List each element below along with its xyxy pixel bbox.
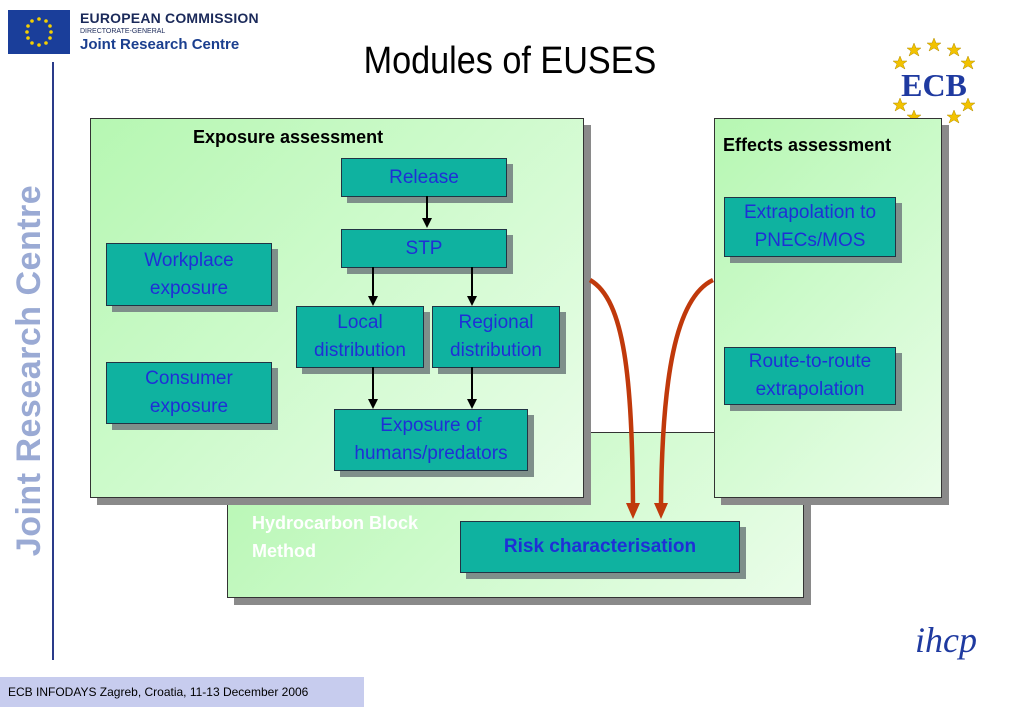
extrapolation-box: Extrapolation to PNECs/MOS (724, 197, 896, 257)
ihcp-logo-text: ihcp (915, 620, 977, 660)
effects-panel: Effects assessment (714, 118, 942, 498)
workplace-exposure-box: Workplace exposure (106, 243, 272, 306)
regional-distribution-box: Regional distribution (432, 306, 560, 368)
route-to-route-box: Route-to-route extrapolation (724, 347, 896, 405)
eu-flag-icon (8, 10, 70, 54)
local-distribution-box: Local distribution (296, 306, 424, 368)
ihcp-logo: ihcp (896, 610, 996, 670)
footer-text: ECB INFODAYS Zagreb, Croatia, 11-13 Dece… (8, 685, 309, 699)
consumer-exposure-box: Consumer exposure (106, 362, 272, 424)
hydrocarbon-label: Hydrocarbon Block Method (252, 513, 419, 561)
humans-predators-box: Exposure of humans/predators (334, 409, 528, 471)
vertical-divider (52, 62, 54, 660)
org-title: EUROPEAN COMMISSION (80, 10, 259, 26)
ecb-logo: ECB (884, 36, 984, 124)
footer-bar: ECB INFODAYS Zagreb, Croatia, 11-13 Dece… (0, 677, 364, 707)
effects-title: Effects assessment (723, 135, 892, 155)
org-subtitle: DIRECTORATE-GENERAL (80, 28, 166, 35)
vertical-jrc-label: Joint Research Centre (10, 184, 49, 556)
release-box: Release (341, 158, 507, 197)
ecb-logo-text: ECB (901, 67, 967, 103)
page-title: Modules of EUSES (363, 40, 657, 82)
exposure-title: Exposure assessment (193, 127, 384, 147)
org-name: Joint Research Centre (80, 36, 240, 53)
ec-jrc-logo: EUROPEAN COMMISSION DIRECTORATE-GENERAL … (8, 8, 259, 56)
stp-box: STP (341, 229, 507, 268)
risk-characterisation-box: Risk characterisation (460, 521, 740, 573)
vertical-jrc-text: Joint Research Centre (8, 184, 52, 555)
